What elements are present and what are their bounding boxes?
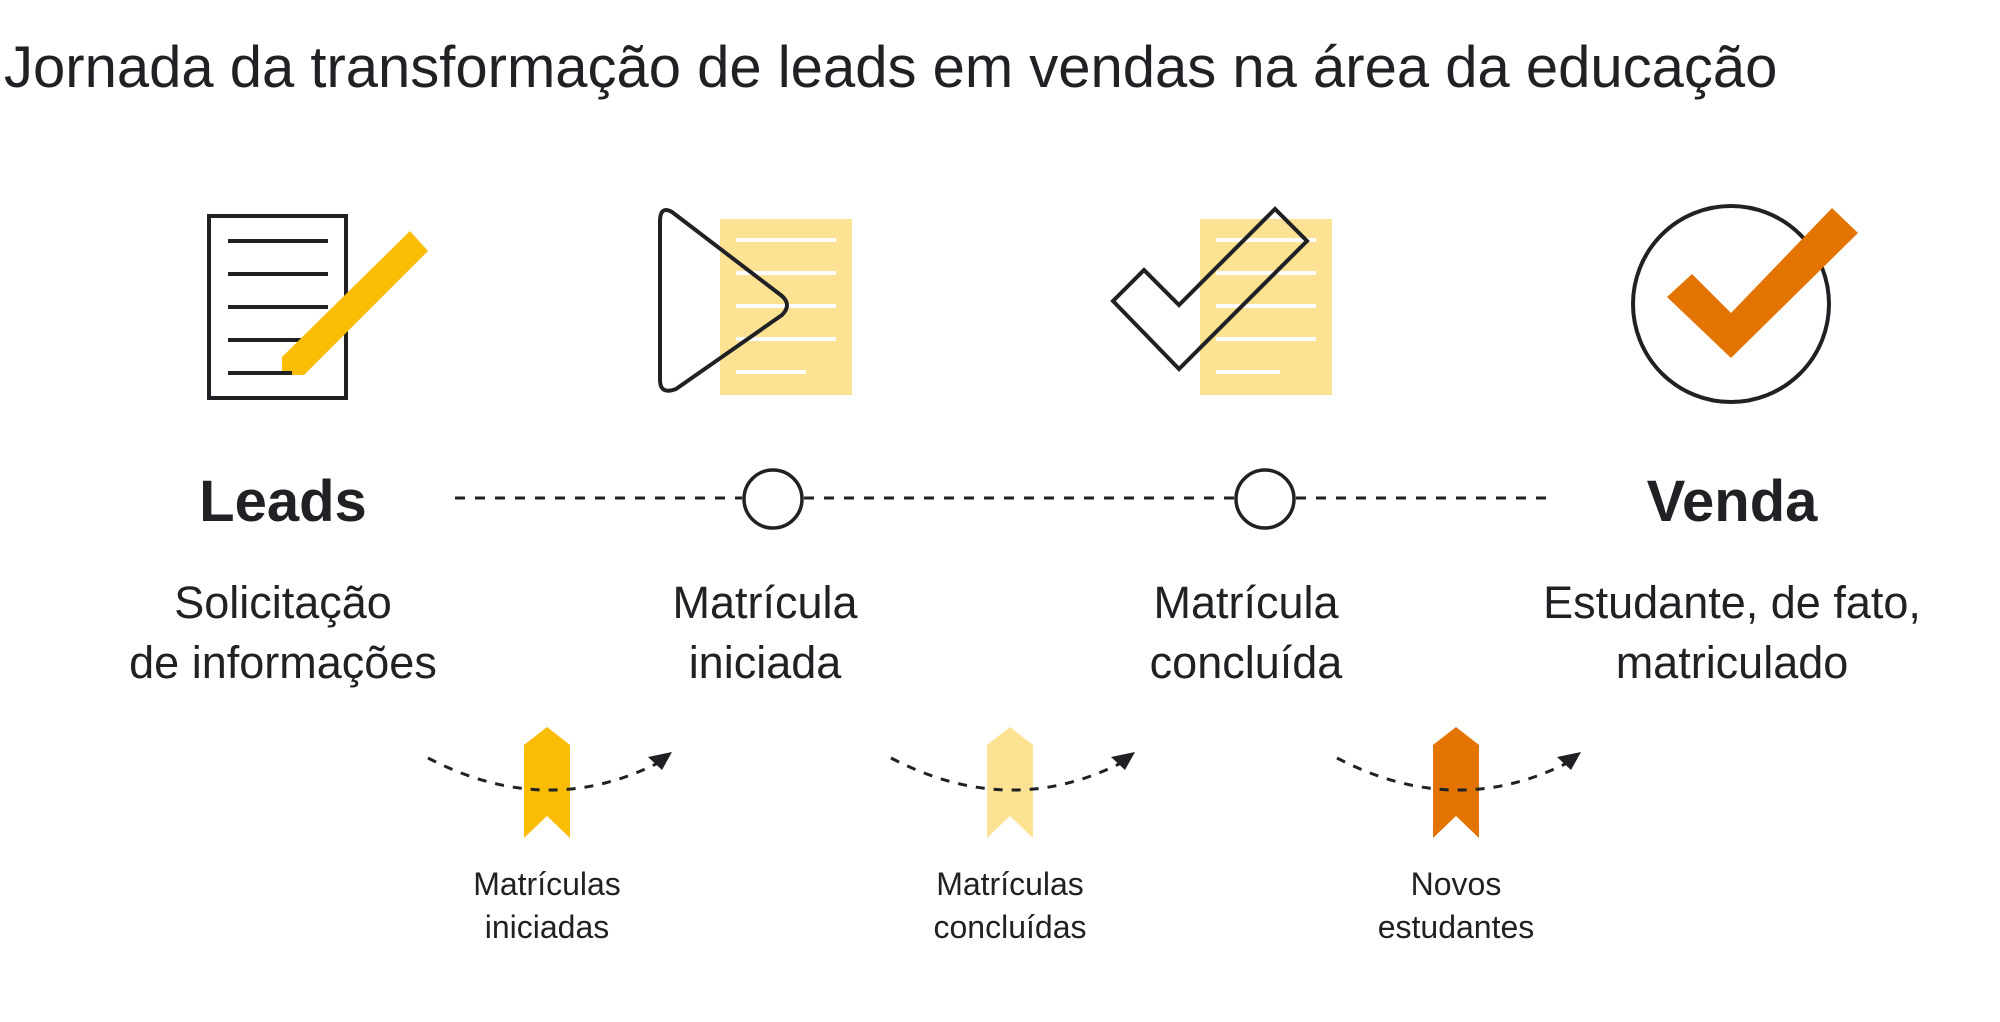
stage-desc-venda: Estudante, de fato, matriculado xyxy=(1492,573,1972,693)
metric-line: iniciadas xyxy=(484,909,610,945)
stage-desc-leads: Solicitação de informações xyxy=(43,573,523,693)
play-document-icon xyxy=(658,208,852,395)
bookmark-icon xyxy=(524,727,570,838)
milestone-circle xyxy=(1234,468,1296,530)
stage-label-venda: Venda xyxy=(1646,469,1818,534)
stage-desc-matricula-concluida: Matrícula concluída xyxy=(1006,573,1486,693)
arrow-head-icon xyxy=(1111,752,1135,770)
stage-desc-line: Solicitação xyxy=(174,577,392,628)
timeline xyxy=(455,468,1548,530)
arrow-head-icon xyxy=(648,752,672,770)
metric-label-novos-estudantes: Novos estudantes xyxy=(1306,863,1606,949)
stage-desc-line: iniciada xyxy=(688,637,842,688)
page-title: Jornada da transformação de leads em ven… xyxy=(4,35,1778,100)
bookmark-icon xyxy=(1433,727,1479,838)
check-circle-icon xyxy=(1631,204,1858,404)
stage-desc-line: de informações xyxy=(129,637,437,688)
stage-label-leads: Leads xyxy=(199,469,367,534)
stage-desc-matricula-iniciada: Matrícula iniciada xyxy=(525,573,1005,693)
check-document-icon xyxy=(1110,206,1332,395)
metric-line: Novos xyxy=(1410,866,1502,902)
milestone-circle xyxy=(742,468,804,530)
stage-desc-line: Matrícula xyxy=(672,577,858,628)
metric-line: estudantes xyxy=(1377,909,1535,945)
stage-desc-line: matriculado xyxy=(1615,637,1849,688)
metric-transition-1 xyxy=(427,727,672,838)
stage-desc-line: concluída xyxy=(1149,637,1343,688)
stage-desc-line: Estudante, de fato, xyxy=(1543,577,1921,628)
metric-transition-2 xyxy=(890,727,1135,838)
metric-line: Matrículas xyxy=(936,866,1084,902)
metric-line: Matrículas xyxy=(473,866,621,902)
bookmark-icon xyxy=(987,727,1033,838)
metric-label-matriculas-concluidas: Matrículas concluídas xyxy=(860,863,1160,949)
arrow-head-icon xyxy=(1557,752,1581,770)
document-pencil-icon xyxy=(207,214,428,400)
metric-line: concluídas xyxy=(933,909,1087,945)
metric-label-matriculas-iniciadas: Matrículas iniciadas xyxy=(397,863,697,949)
metric-transition-3 xyxy=(1336,727,1581,838)
stage-desc-line: Matrícula xyxy=(1153,577,1339,628)
